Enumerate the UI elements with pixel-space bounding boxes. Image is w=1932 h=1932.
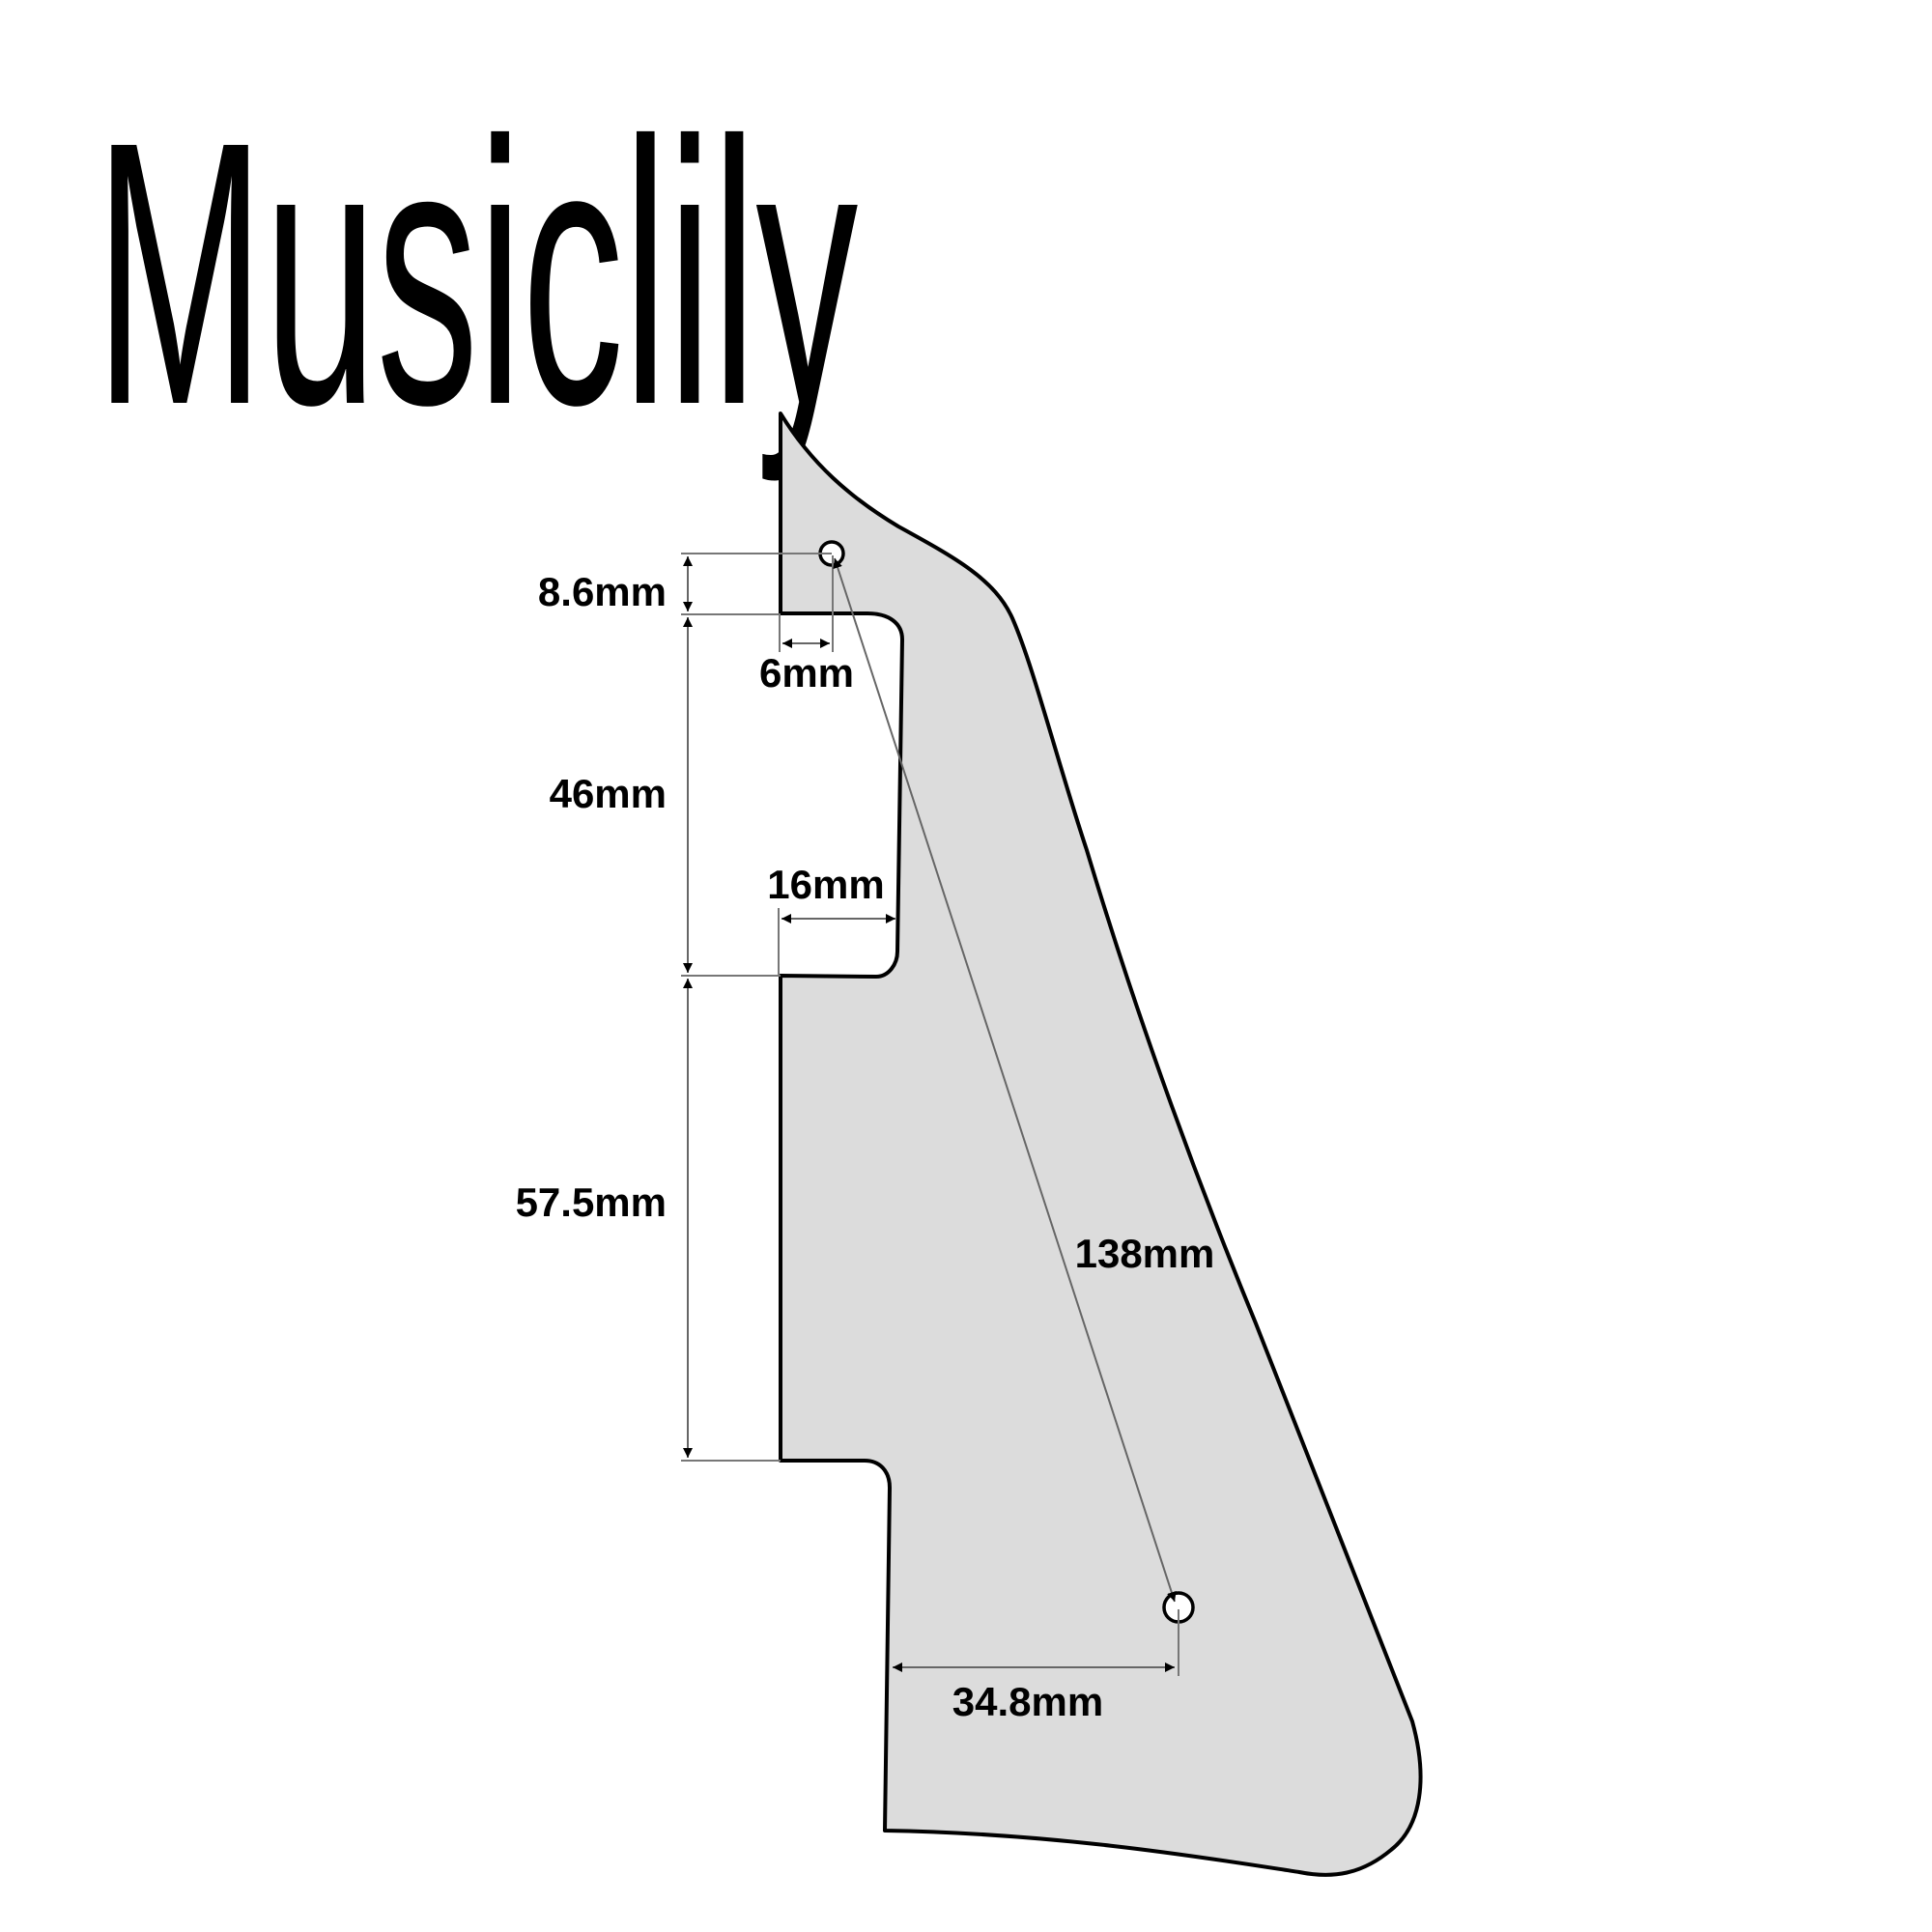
dim-label-6: 6mm: [759, 650, 854, 696]
dim-label-8-6: 8.6mm: [538, 569, 667, 614]
dim-label-46: 46mm: [550, 771, 667, 816]
dim-label-138: 138mm: [1075, 1231, 1215, 1276]
dim-label-34-8: 34.8mm: [952, 1679, 1103, 1724]
dim-label-57-5: 57.5mm: [516, 1179, 667, 1225]
dim-138: [833, 557, 1177, 1603]
dim-label-16: 16mm: [767, 862, 884, 907]
pickguard-outline: [779, 412, 1423, 1877]
brand-title: Musiclily: [95, 65, 858, 483]
